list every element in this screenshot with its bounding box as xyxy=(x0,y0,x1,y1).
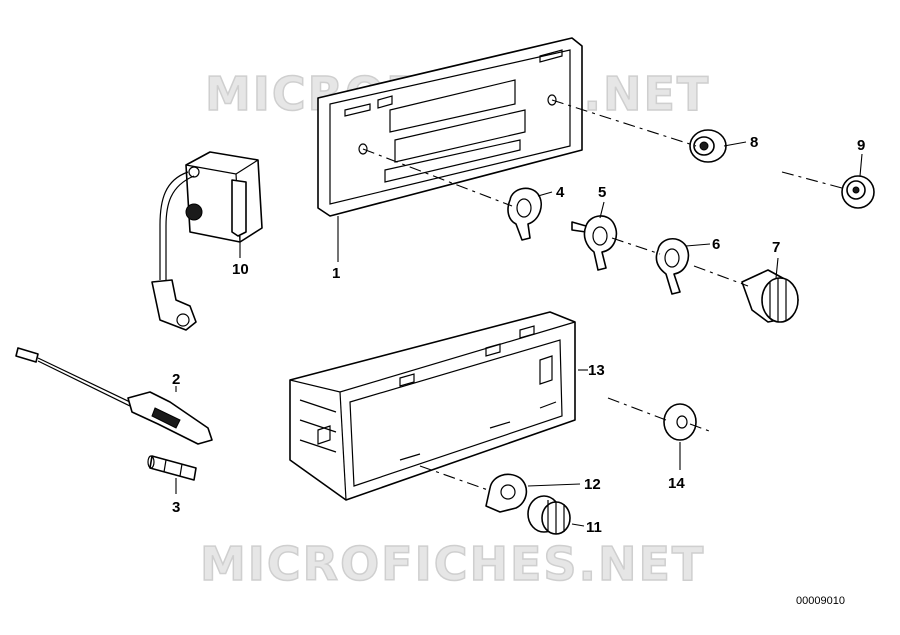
callout-1: 1 xyxy=(332,265,340,282)
document-id: 00009010 xyxy=(796,595,845,607)
callout-2: 2 xyxy=(172,371,180,388)
watermark-bottom: MICROFICHES.NET xyxy=(200,537,705,591)
callout-12: 12 xyxy=(584,476,601,493)
part-13-mounting-frame xyxy=(289,311,576,501)
part-2-antenna-lead xyxy=(15,347,213,445)
part-4-clip xyxy=(507,187,542,241)
part-6-clip xyxy=(655,238,690,295)
callouts: 1 2 3 4 5 6 7 8 9 10 11 12 13 14 xyxy=(172,134,865,536)
callout-14: 14 xyxy=(668,475,685,492)
assembly-lines xyxy=(362,99,843,491)
callout-8: 8 xyxy=(750,134,758,151)
callout-6: 6 xyxy=(712,236,720,253)
callout-5: 5 xyxy=(598,184,606,201)
callout-13: 13 xyxy=(588,362,605,379)
callout-9: 9 xyxy=(857,137,865,154)
part-1-trim-plate xyxy=(317,37,583,217)
callout-11: 11 xyxy=(586,519,602,536)
callout-4: 4 xyxy=(556,184,565,201)
part-10-speaker-box xyxy=(151,151,263,331)
part-11-knob xyxy=(527,495,571,535)
leader-lines xyxy=(175,141,863,527)
callout-7: 7 xyxy=(772,239,780,256)
callout-10: 10 xyxy=(232,261,249,278)
callout-3: 3 xyxy=(172,499,180,516)
part-3-fuse xyxy=(147,455,197,481)
part-14-washer xyxy=(663,403,697,441)
part-5-clip xyxy=(571,215,618,271)
part-7-knob xyxy=(741,269,799,323)
part-9-grommet xyxy=(841,175,875,209)
part-8-grommet xyxy=(689,129,727,163)
part-12-clip xyxy=(485,473,528,513)
